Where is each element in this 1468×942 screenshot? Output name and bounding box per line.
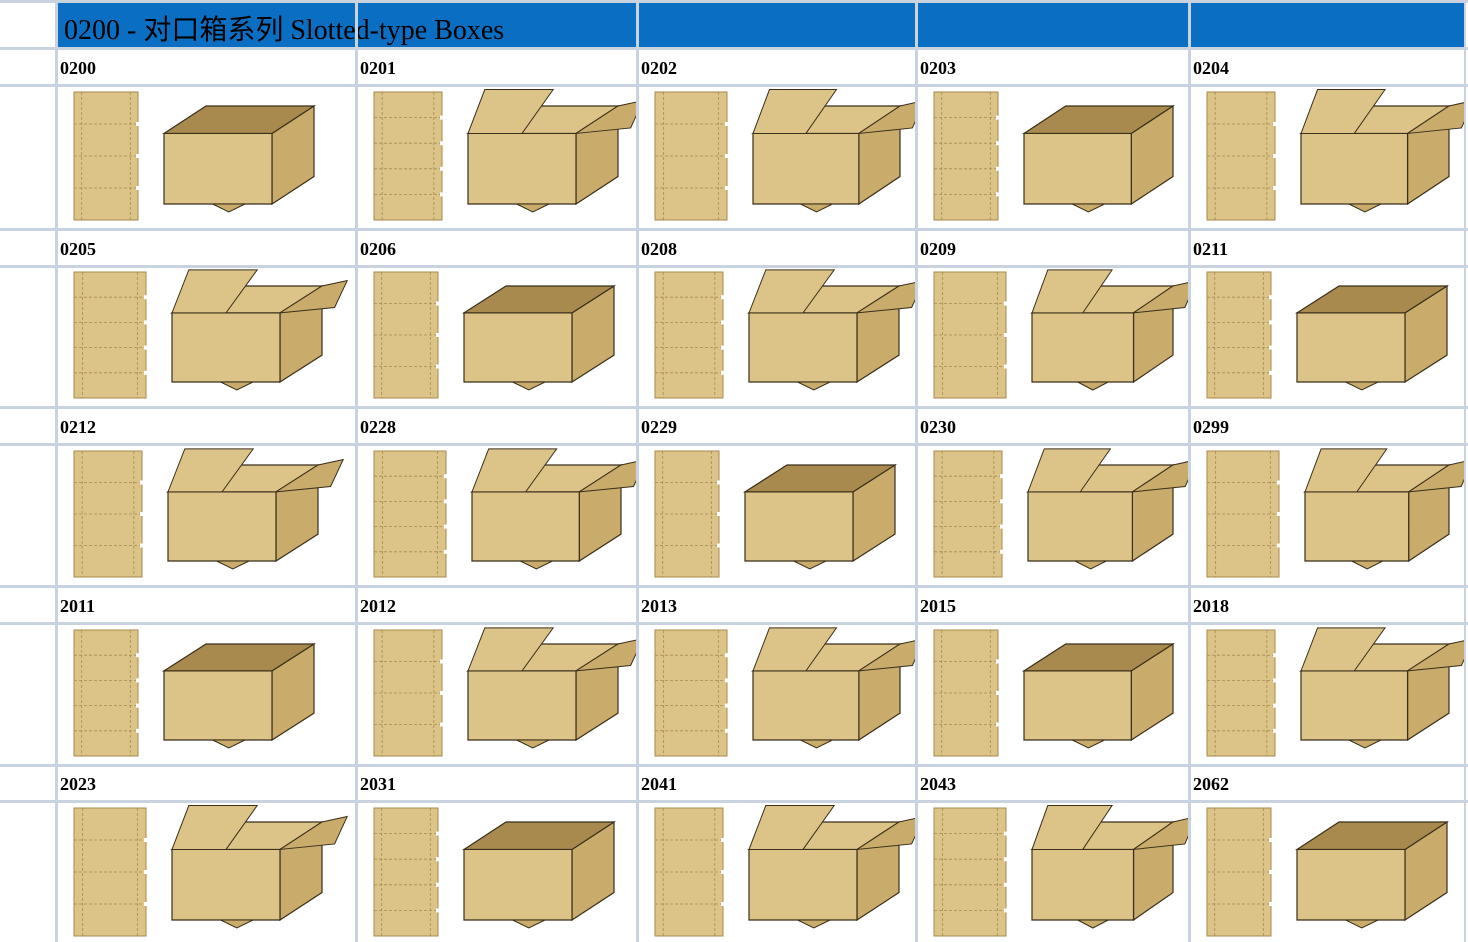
grid-hline [0, 764, 1468, 767]
style-code-label: 0204 [1193, 58, 1229, 78]
grid-vline [355, 0, 358, 942]
style-code-label: 2023 [60, 774, 96, 794]
style-code-label: 0229 [641, 417, 677, 437]
grid-hline [0, 47, 1468, 50]
grid-vline [55, 0, 58, 942]
grid-vline [1464, 0, 1466, 942]
style-code-label: 0200 [60, 58, 96, 78]
header-cell-3 [918, 3, 1188, 47]
style-code-label: 2041 [641, 774, 677, 794]
box-illustration [73, 448, 345, 578]
box-illustration [373, 627, 636, 757]
style-code-label: 0202 [641, 58, 677, 78]
style-code-label: 0201 [360, 58, 396, 78]
box-illustration [1206, 89, 1464, 221]
box-illustration [654, 805, 915, 937]
box-illustration [373, 448, 636, 578]
grid-vline [1188, 0, 1191, 942]
style-code-label: 0228 [360, 417, 396, 437]
box-illustration [654, 627, 915, 757]
style-code-label: 2012 [360, 596, 396, 616]
box-illustration [933, 269, 1188, 399]
grid-hline [0, 406, 1468, 409]
style-code-label: 2013 [641, 596, 677, 616]
style-code-label: 2011 [60, 596, 96, 616]
box-illustration [73, 629, 317, 757]
style-code-label: 2031 [360, 774, 396, 794]
header-cell-4 [1191, 3, 1464, 47]
style-code-label: 2043 [920, 774, 956, 794]
box-illustration [654, 269, 915, 399]
style-code-label: 0209 [920, 239, 956, 259]
box-illustration [73, 91, 317, 221]
grid-hline [0, 228, 1468, 231]
style-code-label: 0208 [641, 239, 677, 259]
grid-vline [915, 0, 918, 942]
grid-hline [0, 585, 1468, 588]
style-code-label: 0299 [1193, 417, 1229, 437]
box-illustration [933, 448, 1188, 578]
box-illustration [933, 629, 1176, 757]
header-cell-title [58, 3, 636, 47]
box-illustration [654, 89, 915, 221]
style-code-label: 0206 [360, 239, 396, 259]
box-illustration [1206, 448, 1464, 578]
style-code-label: 2015 [920, 596, 956, 616]
style-code-label: 2018 [1193, 596, 1229, 616]
grid-hline [0, 800, 1468, 803]
header-cell-2 [639, 3, 915, 47]
style-code-label: 0211 [1193, 239, 1229, 259]
box-illustration [73, 805, 349, 937]
box-illustration [73, 269, 349, 399]
style-code-label: 0230 [920, 417, 956, 437]
box-illustration [654, 450, 898, 578]
style-code-label: 0205 [60, 239, 96, 259]
box-illustration [933, 805, 1188, 937]
grid-vline [636, 0, 639, 942]
box-illustration [1206, 807, 1450, 937]
box-illustration [373, 89, 636, 221]
box-illustration [1206, 271, 1450, 399]
grid-hline [0, 443, 1468, 446]
grid-hline [0, 265, 1468, 268]
style-code-label: 0203 [920, 58, 956, 78]
page-title: 0200 - 对口箱系列 Slotted-type Boxes [64, 15, 505, 46]
grid-hline [0, 622, 1468, 625]
grid-hline [0, 0, 1468, 3]
box-illustration [933, 91, 1176, 221]
grid-hline [0, 84, 1468, 87]
style-code-label: 0212 [60, 417, 96, 437]
box-illustration [373, 807, 617, 937]
box-illustration [1206, 627, 1464, 757]
box-illustration [373, 271, 617, 399]
style-code-label: 2062 [1193, 774, 1229, 794]
